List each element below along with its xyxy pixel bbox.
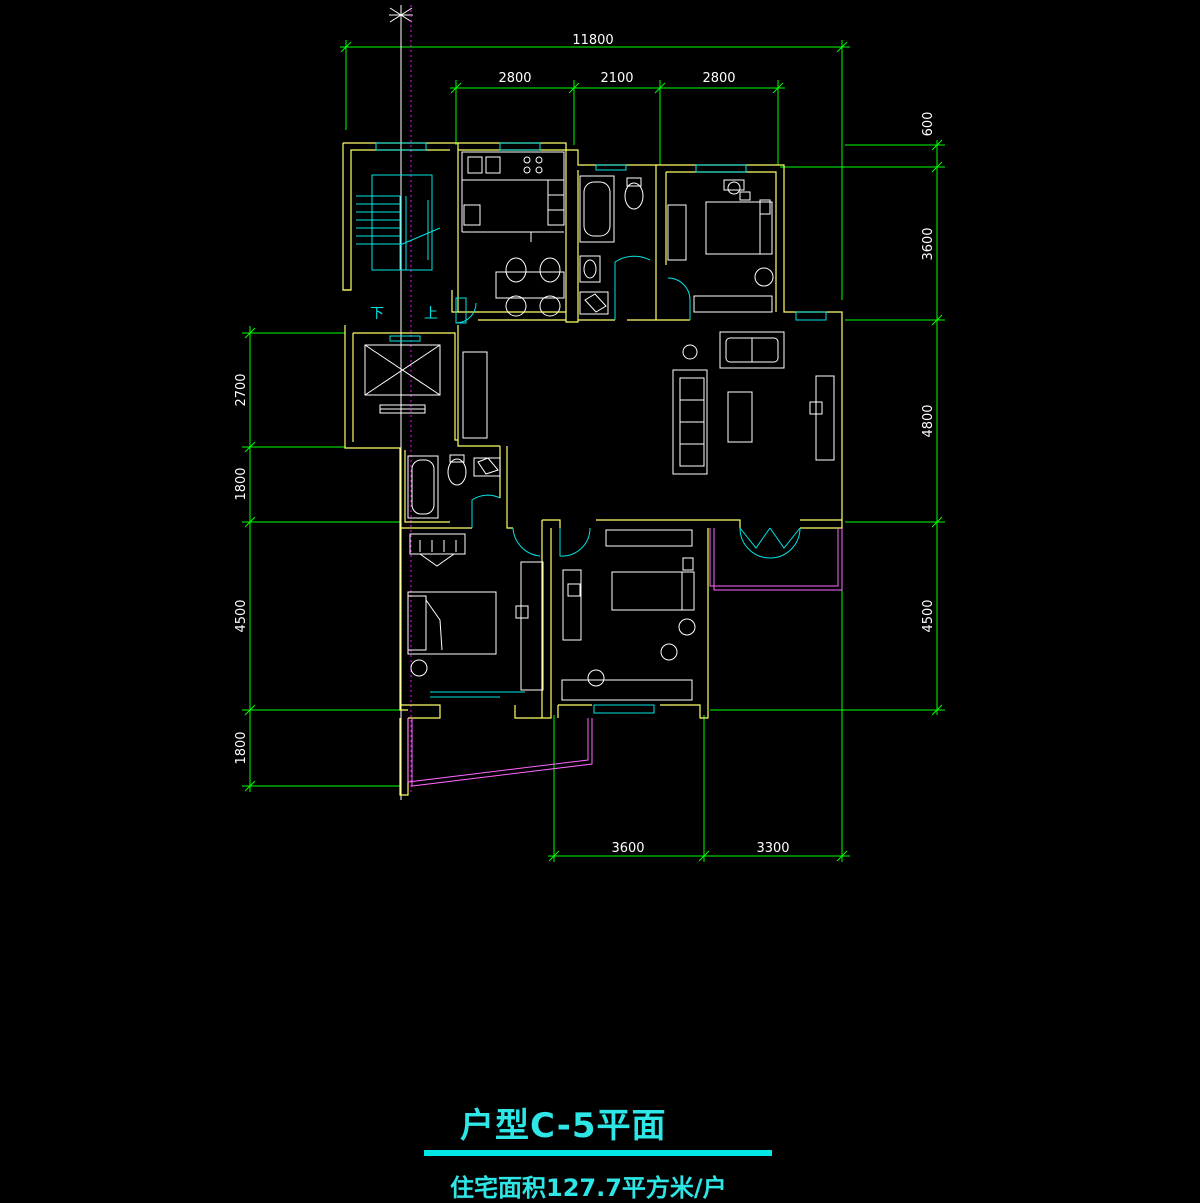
stair-labels: 下 上 (370, 306, 438, 322)
elevator (364, 335, 441, 414)
dim-top-total: 11800 (572, 33, 613, 48)
center-axis (389, 5, 413, 800)
bed-bottom-left (407, 591, 497, 655)
sofa-left (672, 369, 708, 475)
kitchen-counter (461, 151, 565, 181)
dim-right-2: 3600 (921, 227, 936, 260)
stairs (356, 174, 477, 324)
balconies (407, 528, 843, 787)
dimension-lines (242, 40, 945, 862)
dim-bottom-1: 3600 (611, 841, 644, 856)
furniture (407, 151, 835, 701)
dim-bottom-2: 3300 (756, 841, 789, 856)
dim-top-seg-2: 2100 (600, 71, 633, 86)
dim-top-seg-1: 2800 (498, 71, 531, 86)
dim-left-2: 1800 (234, 467, 249, 500)
plan-title: 户型C-5平面 (460, 1106, 667, 1146)
coffee-table (727, 391, 753, 443)
tv-cabinet (815, 375, 835, 461)
dim-left-3: 4500 (234, 599, 249, 632)
windows (375, 142, 827, 714)
doors (471, 255, 801, 559)
dim-top-seg-3: 2800 (702, 71, 735, 86)
walls (342, 142, 843, 796)
dim-left-4: 1800 (234, 731, 249, 764)
desk-bottom (561, 679, 693, 701)
stair-down-label: 下 (370, 306, 384, 322)
dim-right-4: 4500 (921, 599, 936, 632)
plan-area: 住宅面积127.7平方米/户 (450, 1174, 727, 1202)
title-underline (424, 1150, 772, 1156)
stair-up-label: 上 (424, 306, 438, 322)
sofa-top (719, 331, 785, 369)
dim-right-1: 600 (921, 112, 936, 137)
bed-top-right (705, 201, 773, 255)
dim-left-1: 2700 (234, 373, 249, 406)
dim-right-3: 4800 (921, 404, 936, 437)
dining-table (495, 271, 565, 299)
dimension-labels: 11800 2800 2100 2800 600 3600 4800 4500 … (234, 33, 936, 856)
